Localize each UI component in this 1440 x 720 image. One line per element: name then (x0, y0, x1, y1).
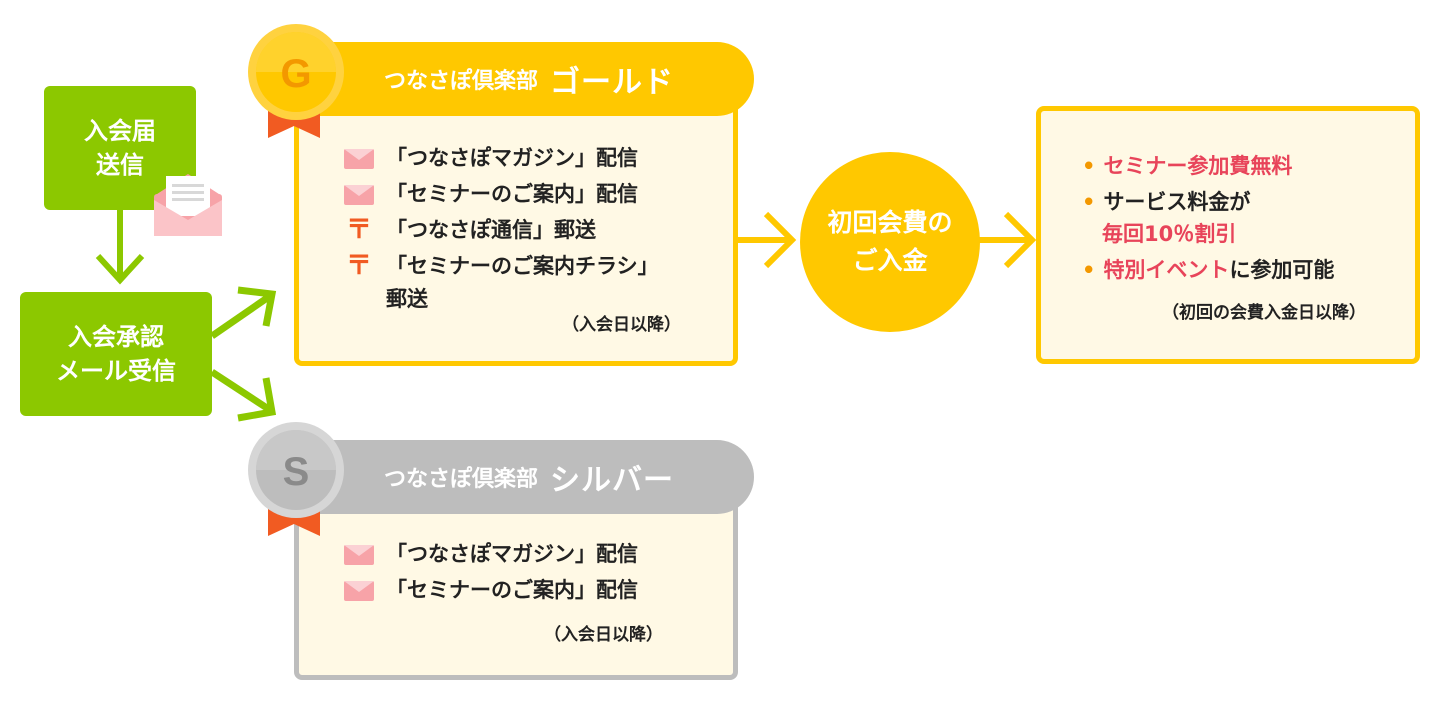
postal-mark-icon: 〒 (345, 251, 372, 281)
submit-step-line1: 入会届 (84, 117, 156, 145)
gold-item-3: 〒 「つなさぽ通信」郵送 (344, 214, 596, 247)
silver-note: （入会日以降） (544, 625, 663, 645)
gold-item-2: 「セミナーのご案内」配信 (344, 178, 638, 211)
envelope-icon (154, 174, 222, 236)
postal-mark-icon: 〒 (345, 215, 372, 245)
silver-medal-icon: S (248, 422, 344, 536)
gold-item-1-text: 「つなさぽマガジン」配信 (386, 146, 638, 170)
approval-step-line2: メール受信 (56, 357, 176, 385)
right-arrow-icon (976, 211, 1037, 269)
mail-icon (344, 148, 374, 169)
mail-icon (344, 580, 374, 601)
payment-line2: ご入金 (852, 246, 928, 275)
benefits-panel (1036, 106, 1420, 364)
gold-item-4: 〒 「セミナーのご案内チラシ」 郵送 (344, 250, 659, 316)
gold-item-3-text: 「つなさぽ通信」郵送 (386, 218, 596, 242)
gold-badge-letter: G (280, 52, 311, 96)
approval-step-line1: 入会承認 (68, 323, 164, 351)
benefit-special-event: 特別イベント (1103, 258, 1230, 282)
submit-step-line2: 送信 (96, 151, 144, 179)
silver-item-1-text: 「つなさぽマガジン」配信 (386, 542, 638, 566)
benefit-service-discount: サービス料金が (1103, 190, 1251, 214)
bullet-icon: • (1082, 190, 1096, 214)
payment-line1: 初回会費の (827, 208, 953, 237)
branch-arrows (210, 286, 277, 422)
benefit-discount-amount: 毎回10％割引 (1102, 222, 1237, 246)
bullet-icon: • (1082, 154, 1096, 178)
silver-badge-letter: S (283, 450, 310, 494)
bullet-icon: • (1082, 258, 1096, 282)
gold-item-2-text: 「セミナーのご案内」配信 (386, 182, 638, 206)
benefit-participation: に参加可能 (1229, 258, 1335, 282)
silver-item-2-text: 「セミナーのご案内」配信 (386, 578, 638, 602)
gold-item-4-text: 「セミナーのご案内チラシ」 (386, 254, 659, 278)
gold-panel (294, 84, 738, 366)
payment-circle: 初回会費の ご入金 (800, 152, 980, 332)
silver-item-2: 「セミナーのご案内」配信 (344, 574, 638, 607)
gold-item-1: 「つなさぽマガジン」配信 (344, 142, 638, 175)
silver-item-1: 「つなさぽマガジン」配信 (344, 538, 638, 571)
benefits-note: （初回の会費入金日以降） (1162, 303, 1366, 323)
gold-medal-icon: G (248, 24, 344, 138)
silver-club-name: つなさぽ倶楽部 (384, 467, 539, 492)
approval-mail-step: 入会承認 メール受信 (20, 292, 212, 416)
submit-application-step: 入会届 送信 (44, 86, 196, 210)
gold-item-4-text2: 郵送 (386, 287, 428, 311)
right-arrow-icon (736, 211, 797, 269)
gold-note: （入会日以降） (562, 315, 681, 335)
gold-rank-name: ゴールド (550, 65, 675, 100)
silver-rank-name: シルバー (550, 463, 675, 498)
mail-icon (344, 184, 374, 205)
benefit-seminar-free: セミナー参加費無料 (1103, 154, 1293, 178)
gold-club-name: つなさぽ倶楽部 (384, 69, 539, 94)
mail-icon (344, 544, 374, 565)
down-arrow-icon (95, 210, 145, 285)
